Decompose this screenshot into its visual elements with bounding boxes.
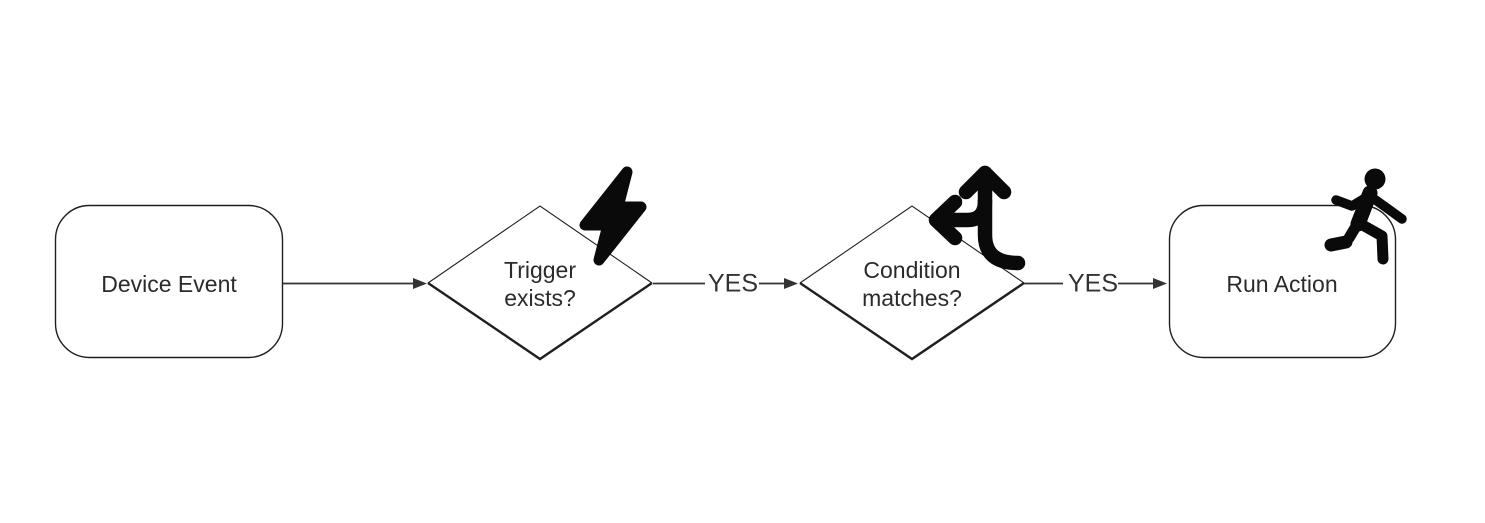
arrowhead-icon (413, 278, 427, 289)
edge-device-to-trigger (283, 278, 427, 289)
diamond-top-edges (427, 205, 653, 284)
edge-label-yes-1: YES (707, 269, 759, 298)
edge-trigger-to-condition (653, 278, 798, 289)
edge-label-yes-2: YES (1067, 269, 1119, 298)
node-device-event-shape (54, 204, 284, 359)
node-condition-matches-label: Condition matches? (862, 257, 962, 311)
edge-condition-to-action (1024, 278, 1167, 289)
person-running-icon (1324, 168, 1407, 265)
node-run-action-label: Run Action (1226, 271, 1338, 297)
diamond-bottom-edges (799, 282, 1025, 361)
node-trigger-exists-label: Trigger exists? (504, 257, 576, 311)
node-device-event-label: Device Event (101, 271, 237, 297)
node-trigger-exists-shape (427, 205, 653, 361)
diamond-bottom-edges (427, 282, 653, 361)
arrowhead-icon (1153, 278, 1167, 289)
arrowhead-icon (784, 278, 798, 289)
bolt-icon (579, 166, 647, 266)
arrows-split-up-and-left-icon (928, 165, 1026, 271)
